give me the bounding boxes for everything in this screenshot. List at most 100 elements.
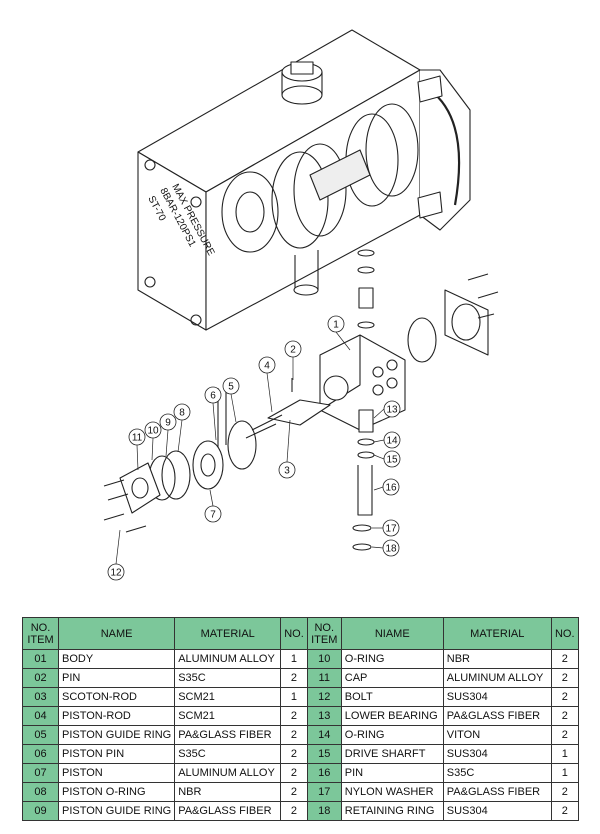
part-name-cell: LOWER BEARING <box>340 706 444 726</box>
leader-lines <box>115 331 385 565</box>
callout-2: 2 <box>290 345 296 356</box>
quantity-cell: 2 <box>280 706 308 726</box>
item-number-cell: 05 <box>22 725 59 745</box>
material-cell: ALUMINUM ALLOY <box>174 763 282 783</box>
header-qty-right: NO. <box>550 617 579 650</box>
material-cell: SUS304 <box>442 687 552 707</box>
header-no-item-right: NO. ITEM <box>306 617 342 650</box>
material-cell: NBR <box>174 782 282 802</box>
item-number-cell: 16 <box>306 763 342 783</box>
part-name-cell: PISTON-ROD <box>57 706 176 726</box>
callout-14: 14 <box>386 436 398 447</box>
callout-18: 18 <box>385 544 397 555</box>
item-number-cell: 12 <box>306 687 342 707</box>
exploded-view-drawing: MAX PRESSURE 8BAR-120PS1 ST-70 <box>103 29 499 581</box>
item-number-cell: 18 <box>306 801 342 821</box>
quantity-cell: 2 <box>280 744 308 764</box>
callout-1: 1 <box>333 320 339 331</box>
part-name-cell: PISTON <box>57 763 176 783</box>
part-name-cell: PISTON O-RING <box>57 782 176 802</box>
material-cell: PA&GLASS FIBER <box>174 801 282 821</box>
part-name-cell: RETAINING RING <box>340 801 444 821</box>
quantity-cell: 2 <box>280 782 308 802</box>
part-name-cell: DRIVE SHARFT <box>340 744 444 764</box>
callout-15: 15 <box>386 455 398 466</box>
part-name-cell: PIN <box>57 668 176 688</box>
callout-5: 5 <box>228 382 234 393</box>
material-cell: PA&GLASS FIBER <box>442 782 552 802</box>
callout-3: 3 <box>284 466 290 477</box>
item-number-cell: 15 <box>306 744 342 764</box>
quantity-cell: 1 <box>280 649 308 669</box>
parts-table: NO. ITEM NAME MATERIAL NO. NO. ITEM NIAM… <box>22 617 579 821</box>
callout-16: 16 <box>385 483 397 494</box>
part-name-cell: O-RING <box>340 649 444 669</box>
header-material-right: MATERIAL <box>442 617 552 650</box>
part-name-cell: BODY <box>57 649 176 669</box>
part-name-cell: PISTON GUIDE RING <box>57 725 176 745</box>
header-name-right: NIAME <box>340 617 444 650</box>
part-name-cell: PISTON PIN <box>57 744 176 764</box>
item-number-cell: 03 <box>22 687 59 707</box>
material-cell: ALUMINUM ALLOY <box>442 668 552 688</box>
item-number-cell: 17 <box>306 782 342 802</box>
quantity-cell: 2 <box>550 725 579 745</box>
part-name-cell: PIN <box>340 763 444 783</box>
item-number-cell: 11 <box>306 668 342 688</box>
header-material-left: MATERIAL <box>174 617 282 650</box>
item-number-cell: 13 <box>306 706 342 726</box>
callout-13: 13 <box>386 405 398 416</box>
quantity-cell: 1 <box>550 744 579 764</box>
material-cell: SCM21 <box>174 687 282 707</box>
item-number-cell: 06 <box>22 744 59 764</box>
header-qty-left: NO. <box>280 617 308 650</box>
material-cell: S35C <box>174 668 282 688</box>
quantity-cell: 1 <box>550 763 579 783</box>
item-number-cell: 02 <box>22 668 59 688</box>
item-number-cell: 09 <box>22 801 59 821</box>
part-name-cell: NYLON WASHER <box>340 782 444 802</box>
part-name-cell: PISTON GUIDE RING <box>57 801 176 821</box>
callout-10: 10 <box>147 426 159 437</box>
callout-4: 4 <box>264 361 270 372</box>
part-name-cell: CAP <box>340 668 444 688</box>
callout-7: 7 <box>210 510 216 521</box>
material-cell: NBR <box>442 649 552 669</box>
header-no-item-left: NO. ITEM <box>22 617 59 650</box>
material-cell: PA&GLASS FIBER <box>174 725 282 745</box>
material-cell: SUS304 <box>442 801 552 821</box>
item-number-cell: 04 <box>22 706 59 726</box>
table-header-row: NO. ITEM NAME MATERIAL NO. NO. ITEM NIAM… <box>22 617 579 650</box>
callout-9: 9 <box>165 418 171 429</box>
material-cell: ALUMINUM ALLOY <box>174 649 282 669</box>
item-number-cell: 07 <box>22 763 59 783</box>
part-name-cell: SCOTON-ROD <box>57 687 176 707</box>
quantity-cell: 2 <box>280 763 308 783</box>
exploded-parts <box>103 249 499 551</box>
part-name-cell: O-RING <box>340 725 444 745</box>
material-cell: S35C <box>174 744 282 764</box>
callout-17: 17 <box>385 524 397 535</box>
item-number-cell: 01 <box>22 649 59 669</box>
item-number-cell: 08 <box>22 782 59 802</box>
material-cell: VITON <box>442 725 552 745</box>
part-name-cell: BOLT <box>340 687 444 707</box>
material-cell: SUS304 <box>442 744 552 764</box>
callout-12: 12 <box>110 568 122 579</box>
header-name-left: NAME <box>57 617 176 650</box>
item-number-cell: 10 <box>306 649 342 669</box>
callout-8: 8 <box>179 408 185 419</box>
item-number-cell: 14 <box>306 725 342 745</box>
quantity-cell: 2 <box>280 668 308 688</box>
quantity-cell: 2 <box>550 649 579 669</box>
quantity-cell: 2 <box>550 706 579 726</box>
callout-11: 11 <box>132 433 143 444</box>
